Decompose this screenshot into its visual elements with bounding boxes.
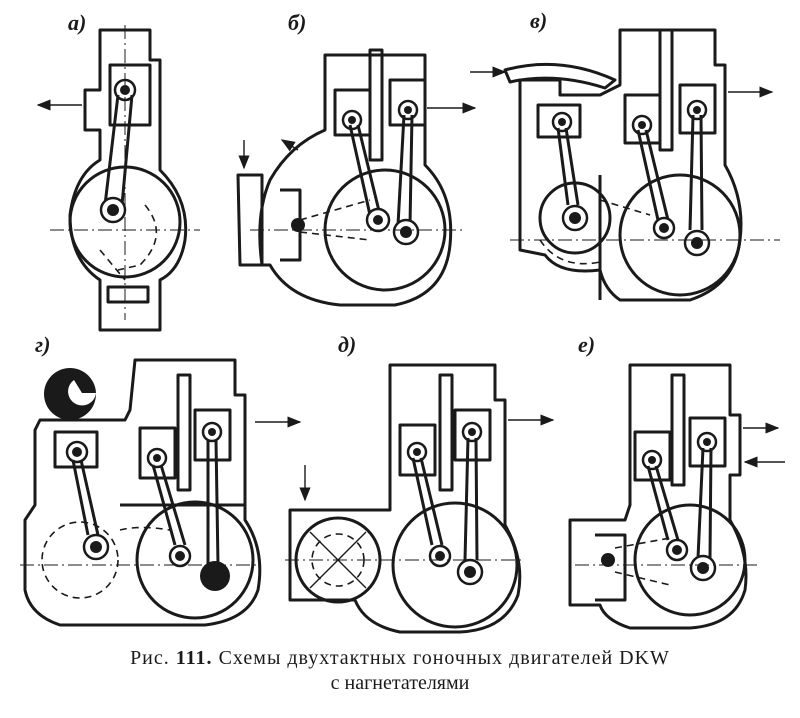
scheme-e [568,363,785,630]
panel-label-f: е) [578,332,596,357]
scheme-b-charger-rotor [291,218,305,232]
scheme-e-connecting-rods [646,447,713,559]
scheme-d-pin-right-core [468,428,476,436]
scheme-c-crankpin-left-core [659,223,669,233]
scheme-d-cylinder-divider [438,373,454,492]
scheme-a-wrist-pin-core [120,85,130,95]
scheme-b [236,48,477,307]
scheme-b-crankpin-left-core [373,215,383,225]
scheme-c-connecting-rods [556,114,704,231]
engine-schemes-svg [20,25,785,634]
scheme-b-pin-left-core [348,116,356,124]
scheme-g-charger-piston [53,430,99,469]
scheme-b-connecting-rods [348,114,414,226]
caption-title: Схемы двухтактных гоночных двигателей DK… [218,647,670,669]
scheme-e-pin-left-core [648,456,656,464]
scheme-b-flow-arrow [280,139,299,152]
scheme-c [470,28,780,302]
scheme-c-pin-right-core [693,106,701,114]
scheme-e-hidden-lines [614,537,671,586]
scheme-c-pin-left-core [638,121,646,129]
engine-schemes-figure: а) б) в) г) д) е) [20,8,785,634]
scheme-d [285,363,555,634]
scheme-g-crankpin-left-core [175,551,185,561]
scheme-e-charger-chamber [595,533,627,602]
caption-number: 111. [175,647,213,669]
scheme-g [20,358,302,627]
scheme-e-pin-right-core [703,438,711,446]
panel-label-b: б) [288,10,307,35]
scheme-e-charger-rotor [601,553,615,567]
scheme-c-charger-pin-core [558,118,566,126]
scheme-e-housing [568,363,748,630]
scheme-c-housing [518,28,743,302]
panel-label-c: в) [530,8,548,33]
scheme-g-cylinder-divider [176,373,192,492]
scheme-e-cylinder-divider [670,373,686,487]
panel-label-d: г) [35,332,51,357]
scheme-b-housing [258,53,453,307]
scheme-d-pin-left-core [413,448,421,456]
scheme-g-charger-crankpin-core [90,541,102,553]
scheme-a-connecting-rod [103,94,134,206]
scheme-e-crankpin-right-core [697,562,709,574]
scheme-g-crank-disc [135,500,255,620]
scheme-d-connecting-rods [411,437,479,561]
scheme-g-housing [23,358,262,627]
scheme-g-blower-opening [68,380,96,406]
scheme-b-hidden-lines [299,199,371,241]
scheme-e-piston-right [688,416,727,468]
scheme-g-hidden-lines [119,526,171,531]
scheme-a [36,25,200,332]
caption-line-2: с нагнетателями [330,672,470,694]
scheme-g-charger-disc [41,521,119,599]
scheme-b-crankpin-right-core [400,226,412,238]
scheme-e-crank-disc [633,503,747,617]
scheme-d-piston-right [453,408,492,462]
scheme-d-housing [288,363,522,634]
figure-caption: Рис. 111. Схемы двухтактных гоночных дви… [0,646,800,696]
scheme-c-piston-right [678,83,717,135]
scheme-c-crank-disc [618,173,742,297]
scheme-c-charger-disc [538,181,612,255]
scheme-b-inlet-duct [236,173,264,267]
scheme-b-pin-right-core [404,106,412,114]
scheme-g-crankpin-right [200,561,230,591]
scheme-a-housing [68,28,188,332]
caption-prefix: Рис. [130,647,170,669]
scheme-c-intake-duct [503,62,617,90]
scheme-c-hidden-lines [539,199,651,265]
scheme-d-crankpin-right-core [464,566,476,578]
panel-label-e: д) [338,332,357,357]
scheme-c-piston-left [623,93,662,145]
scheme-b-cylinder-divider [368,48,384,162]
scheme-g-piston-right [193,408,232,462]
scheme-g-pin-left-core [153,454,161,462]
scheme-a-hidden-lines [99,204,158,281]
scheme-d-crank-disc [391,501,519,629]
scheme-a-lower-piston [106,285,150,304]
scheme-c-crankpin-right-core [691,237,703,249]
scheme-b-piston-right [388,78,427,127]
scheme-c-cylinder-divider [658,28,674,152]
scheme-d-crankpin-left-core [435,551,445,561]
panel-label-a: а) [68,10,87,35]
caption-line-1: Рис. 111. Схемы двухтактных гоночных дви… [0,646,800,671]
scheme-a-crankpin-core [107,204,119,216]
scheme-c-charger-crankpin-core [569,212,581,224]
scheme-g-charger-pin-core [72,447,82,457]
scheme-e-crankpin-left-core [672,545,682,555]
scheme-g-pin-right-core [208,428,216,436]
